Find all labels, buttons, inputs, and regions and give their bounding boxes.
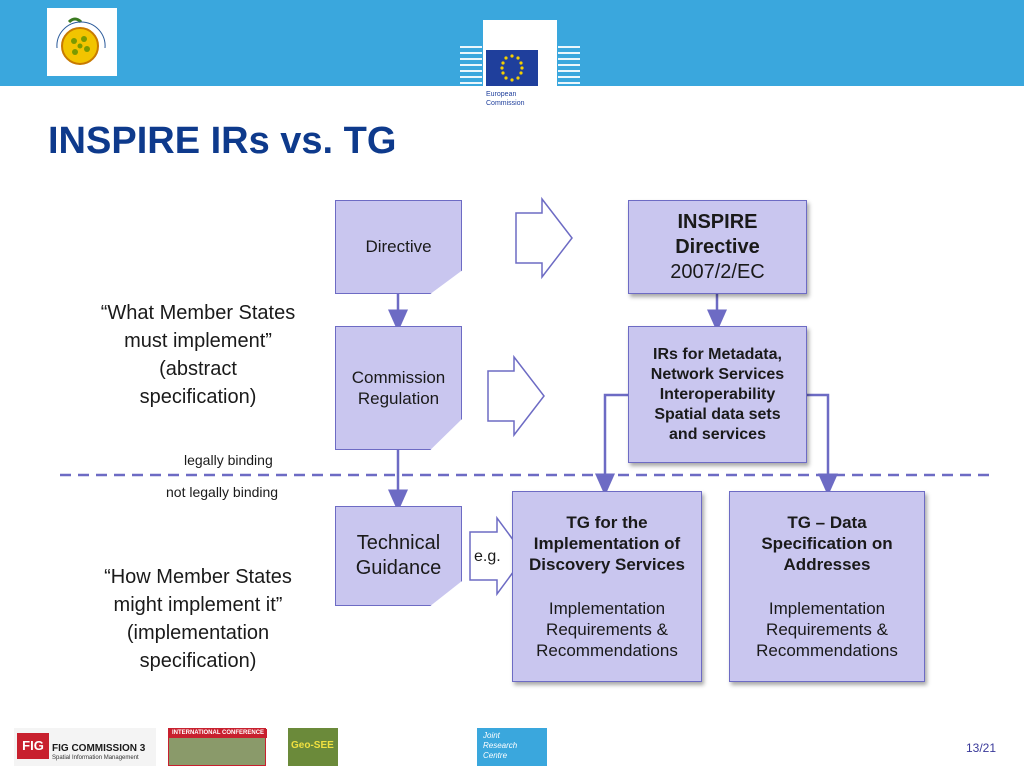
irs-line-4: Spatial data sets (654, 405, 781, 423)
tg-addresses-title-3: Addresses (783, 555, 871, 575)
geo-see-logo: Geo-SEE (288, 728, 338, 766)
page-number: 13/21 (965, 741, 996, 755)
guidance-line-2: Guidance (355, 557, 442, 579)
how-line-4: specification) (139, 650, 257, 672)
what-line-2: must implement” (124, 330, 272, 352)
inspire-directive-line-3: 2007/2/EC (670, 260, 765, 283)
svg-text:European: European (486, 91, 516, 98)
what-line-4: specification) (139, 386, 257, 408)
tg-addresses-body-2: Requirements & (766, 619, 888, 639)
european-commission-logo: European Commission (455, 18, 585, 112)
jrc-line-1: Joint (483, 731, 500, 740)
directive-box: Directive (335, 200, 462, 294)
directive-label: Directive (365, 237, 432, 257)
tg-addresses-box: TG – Data Specification on Addresses Imp… (729, 491, 925, 682)
geo-see-text: Geo-SEE (291, 740, 334, 751)
what-line-3: (abstract (159, 358, 237, 380)
conference-text: INTERNATIONAL CONFERENCE (169, 729, 267, 738)
inspire-directive-line-1: INSPIRE (677, 210, 758, 233)
tg-discovery-title-3: Discovery Services (529, 555, 685, 575)
technical-guidance-box: Technical Guidance (335, 506, 462, 606)
regulation-line-1: Commission (351, 367, 446, 387)
irs-line-5: and services (669, 425, 766, 443)
slide-title: INSPIRE IRs vs. TG (48, 120, 397, 162)
how-line-2: might implement it” (113, 594, 283, 616)
tg-addresses-body-1: Implementation (768, 598, 886, 618)
fig-commission-text: FIG COMMISSION 3 (52, 743, 146, 754)
tg-addresses-title-1: TG – Data (787, 512, 867, 532)
fig-commission-subtext: Spatial Information Management (52, 755, 139, 761)
irs-line-1: IRs for Metadata, (653, 345, 782, 363)
conference-logo: INTERNATIONAL CONFERENCE (168, 728, 267, 766)
regulation-line-2: Regulation (357, 389, 440, 408)
tg-discovery-title-2: Implementation of (533, 534, 681, 553)
what-line-1: “What Member States (100, 302, 296, 324)
tg-discovery-body-2: Requirements & (546, 619, 668, 639)
tg-discovery-body-1: Implementation (548, 598, 666, 618)
legally-binding-label: legally binding (184, 452, 273, 468)
commission-regulation-box: Commission Regulation (335, 326, 462, 450)
irs-line-3: Interoperability (659, 385, 776, 403)
inspire-directive-line-2: Directive (675, 235, 760, 258)
not-legally-binding-label: not legally binding (166, 484, 279, 500)
tg-discovery-box: TG for the Implementation of Discovery S… (512, 491, 702, 682)
irs-line-2: Network Services (650, 365, 785, 383)
svg-text:Commission: Commission (486, 100, 525, 107)
how-line-3: (implementation (126, 622, 270, 644)
inspire-logo (47, 8, 117, 76)
irs-box: IRs for Metadata, Network Services Inter… (628, 326, 807, 463)
fig-commission-logo: FIG FIG COMMISSION 3 Spatial Information… (14, 728, 156, 766)
guidance-line-1: Technical (356, 532, 441, 554)
tg-discovery-title-1: TG for the (566, 512, 648, 532)
tg-addresses-body-3: Recommendations (756, 641, 898, 660)
tg-discovery-body-3: Recommendations (536, 641, 678, 660)
how-line-1: “How Member States (104, 566, 292, 588)
jrc-line-2: Research (483, 741, 518, 750)
what-member-states-text: “What Member States must implement” (abs… (80, 299, 316, 411)
how-member-states-text: “How Member States might implement it” (… (80, 563, 316, 675)
tg-addresses-title-2: Specification on (761, 534, 893, 553)
jrc-logo: Joint Research Centre (477, 728, 547, 766)
inspire-directive-box: INSPIRE Directive 2007/2/EC (628, 200, 807, 294)
eg-label: e.g. (474, 548, 501, 565)
jrc-line-3: Centre (483, 751, 508, 760)
